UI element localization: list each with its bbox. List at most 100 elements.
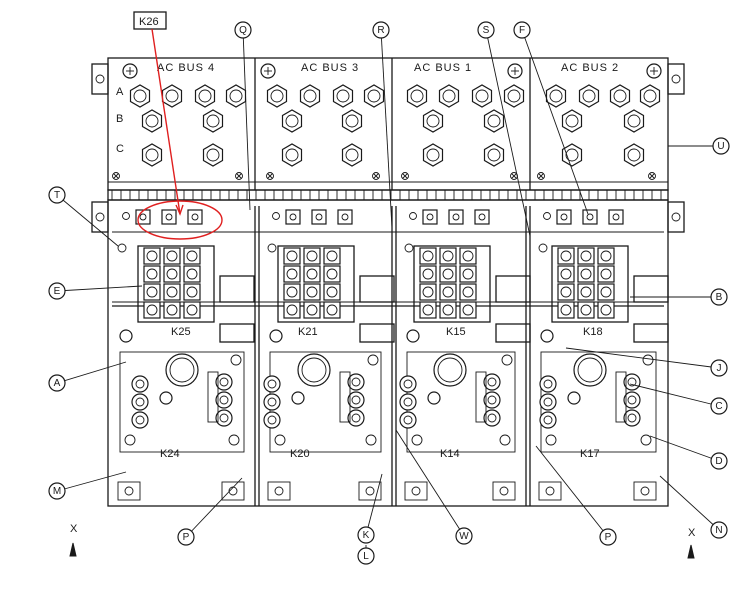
relay-section — [538, 209, 669, 501]
relay-stud — [286, 286, 298, 298]
bus-terminal — [281, 109, 303, 133]
terminal-screw — [139, 213, 147, 221]
pin — [401, 172, 409, 180]
terminal-block — [285, 209, 301, 225]
terminal-screw — [165, 213, 173, 221]
callout-c: C — [629, 383, 728, 415]
relay-contact — [419, 265, 437, 283]
terminal-stud — [627, 148, 641, 162]
callout-bubble — [177, 528, 195, 546]
bus-terminal — [503, 84, 525, 108]
terminal-stud — [303, 89, 317, 103]
contactor-terminal — [215, 391, 233, 409]
contactor-terminal-stud — [351, 395, 361, 405]
ground-bracket — [492, 481, 516, 501]
contactor-rail — [339, 371, 351, 423]
callout-leader — [521, 29, 589, 215]
terminal-block — [582, 209, 598, 225]
mount-hole — [117, 243, 127, 253]
terminal-stud — [565, 148, 579, 162]
relay-label-k21: K21 — [298, 326, 318, 338]
terminal-screw — [586, 213, 594, 221]
ground-stud — [274, 486, 284, 496]
relay-stud — [462, 250, 474, 262]
terminal-stud — [442, 89, 456, 103]
relay-stud — [422, 304, 434, 316]
callout-bubble — [48, 374, 66, 392]
contactor-terminal-stud — [219, 395, 229, 405]
relay-stud — [560, 304, 572, 316]
bus-bar — [495, 323, 531, 343]
contactor-coil-inner — [169, 357, 195, 383]
terminal-nut — [141, 143, 163, 167]
contactor-terminal — [131, 393, 149, 411]
pin — [112, 172, 120, 180]
aux-contact — [291, 391, 305, 405]
axis-arrow-right-icon — [687, 544, 695, 559]
relay-stud — [462, 286, 474, 298]
relay-stud — [422, 268, 434, 280]
callout-text: P — [183, 532, 190, 543]
contactor-coil-inner — [577, 357, 603, 383]
relay-contact — [183, 247, 201, 265]
pin-icon — [401, 172, 409, 180]
relay-contact — [143, 247, 161, 265]
relay-stud — [306, 286, 318, 298]
callout-w: W — [395, 429, 473, 545]
relay-stud — [186, 268, 198, 280]
axis-mark-left: X — [70, 523, 78, 535]
aux-contact — [427, 391, 441, 405]
bus-terminal — [266, 84, 288, 108]
mount-hole — [538, 243, 548, 253]
bus-bar — [633, 275, 669, 303]
relay-contact — [419, 301, 437, 319]
callout-leader — [395, 429, 465, 537]
contactor-coil — [165, 353, 199, 387]
ground-bracket — [633, 481, 657, 501]
terminal-screw — [315, 213, 323, 221]
terminal-block — [474, 209, 490, 225]
relay-stud — [146, 286, 158, 298]
contactor-rail — [207, 371, 219, 423]
contactor-terminal — [131, 375, 149, 393]
bus-terminal — [194, 84, 216, 108]
terminal-stud — [345, 148, 359, 162]
contactor-terminal — [399, 393, 417, 411]
relay-contact — [323, 301, 341, 319]
relay-housing — [551, 245, 629, 323]
contactor-terminal-stud — [267, 415, 277, 425]
terminal-stud — [507, 89, 521, 103]
pin — [537, 172, 545, 180]
contactor-terminal — [539, 375, 557, 393]
relay-stud — [560, 268, 572, 280]
relay-stud — [286, 268, 298, 280]
relay-contact — [163, 247, 181, 265]
pin-mark — [113, 173, 119, 179]
callout-bubble — [372, 21, 390, 39]
relay-contact — [283, 301, 301, 319]
bus-terminal — [341, 109, 363, 133]
contactor-terminal-stud — [403, 397, 413, 407]
relay-contact — [577, 247, 595, 265]
terminal-stud — [285, 148, 299, 162]
bus-terminal — [202, 109, 224, 133]
pin-mark — [538, 173, 544, 179]
callout-bubble — [710, 397, 728, 415]
mount-hole — [640, 434, 652, 446]
terminal-nut — [281, 143, 303, 167]
terminal-stud — [549, 89, 563, 103]
callout-p2: P — [535, 445, 617, 546]
bus-terminal — [129, 84, 151, 108]
callout-b: B — [630, 288, 728, 306]
ground-bracket — [358, 481, 382, 501]
relay-contact — [283, 265, 301, 283]
bus-terminal — [422, 109, 444, 133]
relay-contact — [597, 247, 615, 265]
phase-label-a: A — [116, 86, 124, 98]
relay-contact — [459, 283, 477, 301]
contactor-terminal-stud — [135, 415, 145, 425]
bus-terminal — [202, 143, 224, 167]
terminal-stud — [133, 89, 147, 103]
bus-terminal — [578, 84, 600, 108]
